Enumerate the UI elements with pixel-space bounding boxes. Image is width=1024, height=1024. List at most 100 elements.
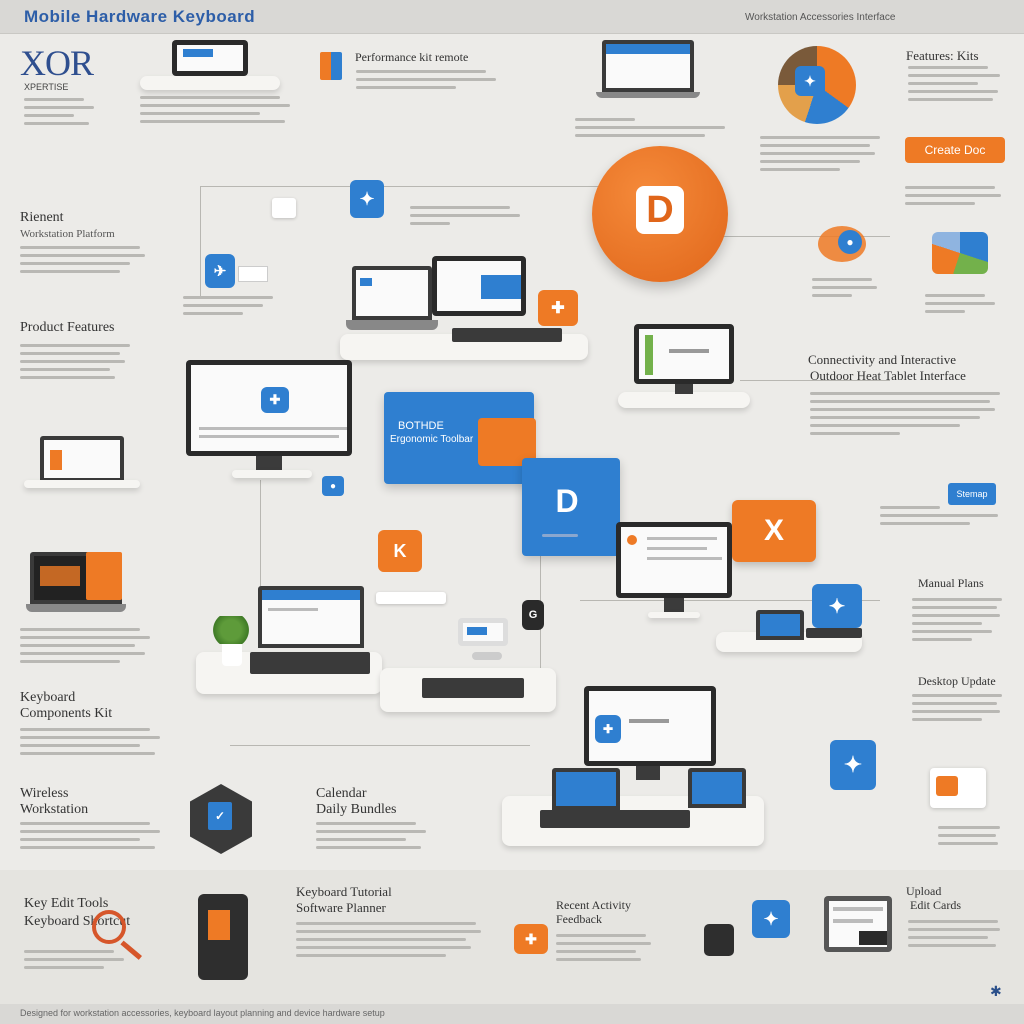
logo-label: XPERTISE — [24, 82, 69, 92]
orange-tile-small: K — [378, 530, 422, 572]
section-keyboard-sub: Components Kit — [20, 706, 113, 721]
section-keyboard-tutorial-sub: Software Planner — [296, 900, 386, 915]
small-blue-button[interactable]: Stemap — [948, 483, 996, 505]
text-block — [912, 598, 1002, 641]
connector-line — [200, 186, 700, 187]
orange-tile-x: X — [732, 500, 816, 562]
laptop — [352, 266, 432, 320]
connector-line — [230, 745, 530, 746]
plant-icon — [210, 616, 252, 644]
monitor: ✚ — [186, 360, 352, 456]
app-icon: ✚ — [595, 715, 621, 743]
section-manual-plans: Manual Plans — [918, 576, 984, 590]
text-block — [905, 186, 1001, 205]
note-icon — [272, 198, 296, 218]
blue-panel-title: BOTHDE — [398, 420, 444, 432]
app-icon: ✦ — [350, 180, 384, 218]
monitor — [634, 324, 734, 384]
shelf — [648, 612, 700, 618]
cta-button[interactable]: Create Doc — [905, 137, 1005, 163]
text-block — [810, 392, 1000, 435]
section-product-features: Product Features — [20, 320, 115, 335]
blue-tile-mark: D — [555, 483, 579, 519]
text-block — [542, 534, 582, 537]
section-keyboard-tutorial-title: Keyboard Tutorial — [296, 884, 392, 899]
windows-icon — [932, 232, 988, 274]
laptop-base — [596, 92, 700, 98]
section-calendar-title: Calendar — [316, 786, 367, 801]
shelf — [140, 76, 280, 90]
text-block — [316, 822, 426, 849]
card-icon — [238, 266, 268, 282]
logo-mark: XOR — [20, 43, 94, 83]
laptop — [40, 436, 124, 482]
header-bar: Mobile Hardware Keyboard Workstation Acc… — [0, 0, 1024, 34]
keyboard[interactable] — [540, 810, 690, 828]
text-block — [20, 344, 130, 379]
text-block — [908, 66, 1000, 101]
laptop — [258, 586, 364, 648]
dark-app-icon — [704, 924, 734, 956]
section-feedback-sub: Feedback — [556, 912, 602, 926]
connector-line — [200, 186, 201, 296]
section-keyboard-title: Keyboard — [20, 690, 76, 705]
puzzle-icon: ✱ — [990, 983, 1002, 999]
section-performance: Performance kit remote — [355, 50, 469, 64]
mouse[interactable] — [472, 652, 502, 660]
monitor — [824, 896, 892, 952]
text-block — [356, 70, 496, 89]
keyboard[interactable] — [806, 628, 862, 638]
shelf — [24, 480, 140, 488]
shelf — [618, 392, 750, 408]
keyboard[interactable] — [422, 678, 524, 698]
blue-panel-sub: Ergonomic Toolbar — [390, 434, 474, 445]
section-upload-title: Upload — [906, 884, 942, 898]
laptop-base — [26, 604, 126, 612]
brand-mark: D — [636, 186, 684, 234]
laptop — [756, 610, 804, 640]
section-connectivity-title: Connectivity and Interactive — [808, 352, 957, 367]
section-wireless-title: Wireless — [20, 786, 69, 801]
monitor-stand — [636, 766, 660, 780]
app-icon: ● — [838, 230, 862, 254]
section-desktop-update: Desktop Update — [918, 674, 996, 688]
text-block — [140, 96, 290, 123]
connector-line — [260, 480, 261, 620]
app-icon: ✦ — [830, 740, 876, 790]
phone-device — [198, 894, 248, 980]
text-block — [760, 136, 880, 171]
connector-line — [540, 470, 541, 700]
text-block — [575, 118, 725, 137]
page-subtitle: Workstation Accessories Interface — [745, 12, 896, 23]
monitor — [172, 40, 248, 76]
text-block — [20, 728, 160, 755]
orange-tile — [86, 552, 122, 600]
connector-line — [740, 380, 890, 381]
text-block — [296, 922, 481, 957]
app-icon: ✚ — [261, 387, 289, 413]
text-block — [938, 826, 1000, 845]
text-block — [20, 628, 150, 663]
laptop — [688, 768, 746, 808]
section-client-title: Rienent — [20, 210, 64, 225]
text-block — [812, 278, 877, 297]
keyboard — [452, 328, 562, 342]
text-block — [410, 206, 520, 225]
app-icon: ✚ — [538, 290, 578, 326]
text-block — [556, 934, 651, 961]
section-connectivity-sub: Outdoor Heat Tablet Interface — [810, 368, 966, 383]
search-icon[interactable] — [92, 910, 126, 944]
monitor — [432, 256, 526, 316]
section-calendar-sub: Daily Bundles — [316, 802, 397, 817]
app-icon: ✓ — [208, 802, 232, 830]
section-client-sub: Workstation Platform — [20, 228, 115, 240]
monitor: ✚ — [584, 686, 716, 766]
text-block — [183, 296, 273, 315]
shelf — [232, 470, 312, 478]
monitor-stand — [675, 384, 693, 394]
monitor-stand — [256, 456, 282, 472]
text-block — [908, 920, 1000, 947]
keyboard[interactable] — [250, 652, 370, 674]
text-block — [925, 294, 995, 313]
monitor — [616, 522, 732, 598]
